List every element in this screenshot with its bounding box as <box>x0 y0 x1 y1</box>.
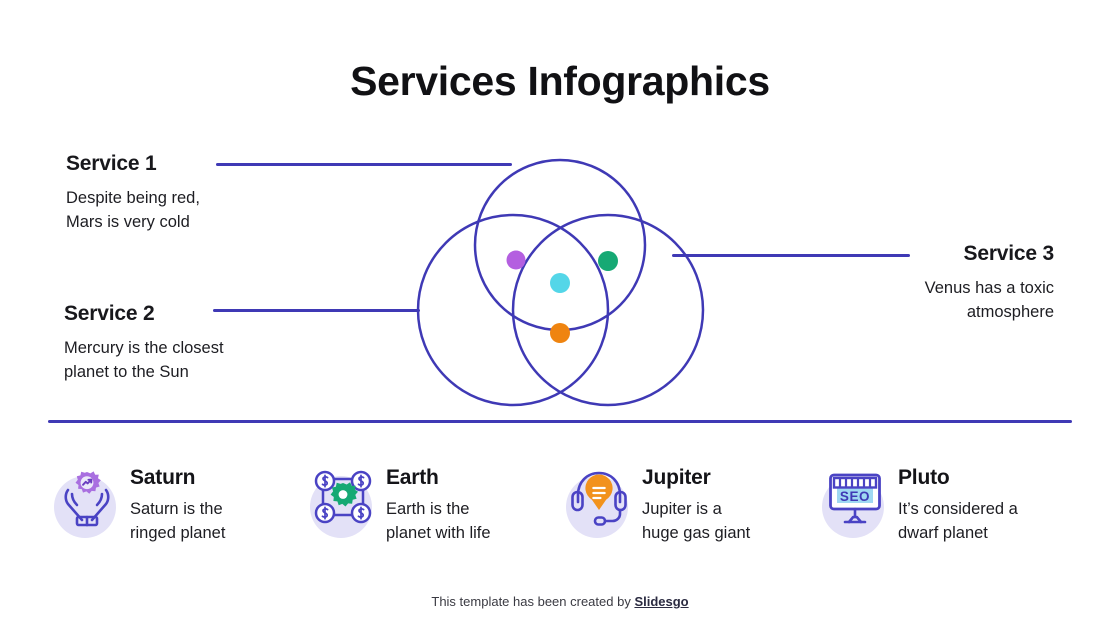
footer-text: This template has been created by <box>431 594 635 609</box>
feature-text-earth: Earth Earth is the planet with life <box>378 452 491 545</box>
feature-desc-earth: Earth is the planet with life <box>386 500 491 542</box>
connector-line-service-2 <box>213 309 420 312</box>
venn-diagram <box>405 145 715 407</box>
feature-desc-jupiter: Jupiter is a huge gas giant <box>642 500 751 542</box>
venn-dot-purple <box>506 250 526 270</box>
feature-item-jupiter: Jupiter Jupiter is a huge gas giant <box>560 452 816 545</box>
feature-title-saturn: Saturn <box>130 466 196 489</box>
venn-dot-green <box>598 251 618 271</box>
connector-line-service-1 <box>216 163 512 166</box>
service-3-description: Venus has a toxic atmosphere <box>924 279 1054 321</box>
feature-row: Saturn Saturn is the ringed planet <box>48 452 1072 545</box>
headset-chat-icon <box>560 464 634 538</box>
venn-circle-top <box>473 158 647 332</box>
hands-gear-growth-icon <box>48 464 122 538</box>
section-divider <box>48 420 1072 423</box>
venn-circle-left <box>416 213 610 407</box>
feature-title-pluto: Pluto <box>898 466 950 489</box>
venn-svg <box>416 158 705 407</box>
feature-item-saturn: Saturn Saturn is the ringed planet <box>48 452 304 545</box>
service-block-2: Service 2 Mercury is the closest planet … <box>64 302 224 385</box>
page-title: Services Infographics <box>350 58 770 104</box>
venn-dot-orange <box>550 323 570 343</box>
service-3-heading: Service 3 <box>963 242 1055 265</box>
venn-dot-cyan <box>550 273 570 293</box>
feature-title-earth: Earth <box>386 466 439 489</box>
slidesgo-link[interactable]: Slidesgo <box>634 594 689 609</box>
feature-item-earth: Earth Earth is the planet with life <box>304 452 560 545</box>
service-block-1: Service 1 Despite being red, Mars is ver… <box>66 152 200 235</box>
feature-text-pluto: Pluto It’s considered a dwarf planet <box>890 452 1018 545</box>
service-2-heading: Service 2 <box>64 302 155 325</box>
service-1-description: Despite being red, Mars is very cold <box>66 189 200 231</box>
connector-line-service-3 <box>672 254 910 257</box>
feature-item-pluto: SEO Pluto It’s considered a dwarf planet <box>816 452 1072 545</box>
coins-gear-icon <box>304 464 378 538</box>
venn-circle-right <box>511 213 705 407</box>
service-block-3: Service 3 Venus has a toxic atmosphere <box>924 242 1055 325</box>
service-1-heading: Service 1 <box>66 152 157 175</box>
feature-text-jupiter: Jupiter Jupiter is a huge gas giant <box>634 452 750 545</box>
feature-title-jupiter: Jupiter <box>642 466 711 489</box>
feature-desc-pluto: It’s considered a dwarf planet <box>898 500 1018 542</box>
feature-desc-saturn: Saturn is the ringed planet <box>130 500 226 542</box>
footer-credit: This template has been created by Slides… <box>0 594 1120 609</box>
seo-monitor-icon: SEO <box>816 464 890 538</box>
svg-text:SEO: SEO <box>840 489 870 504</box>
service-2-description: Mercury is the closest planet to the Sun <box>64 339 224 381</box>
feature-text-saturn: Saturn Saturn is the ringed planet <box>122 452 225 545</box>
